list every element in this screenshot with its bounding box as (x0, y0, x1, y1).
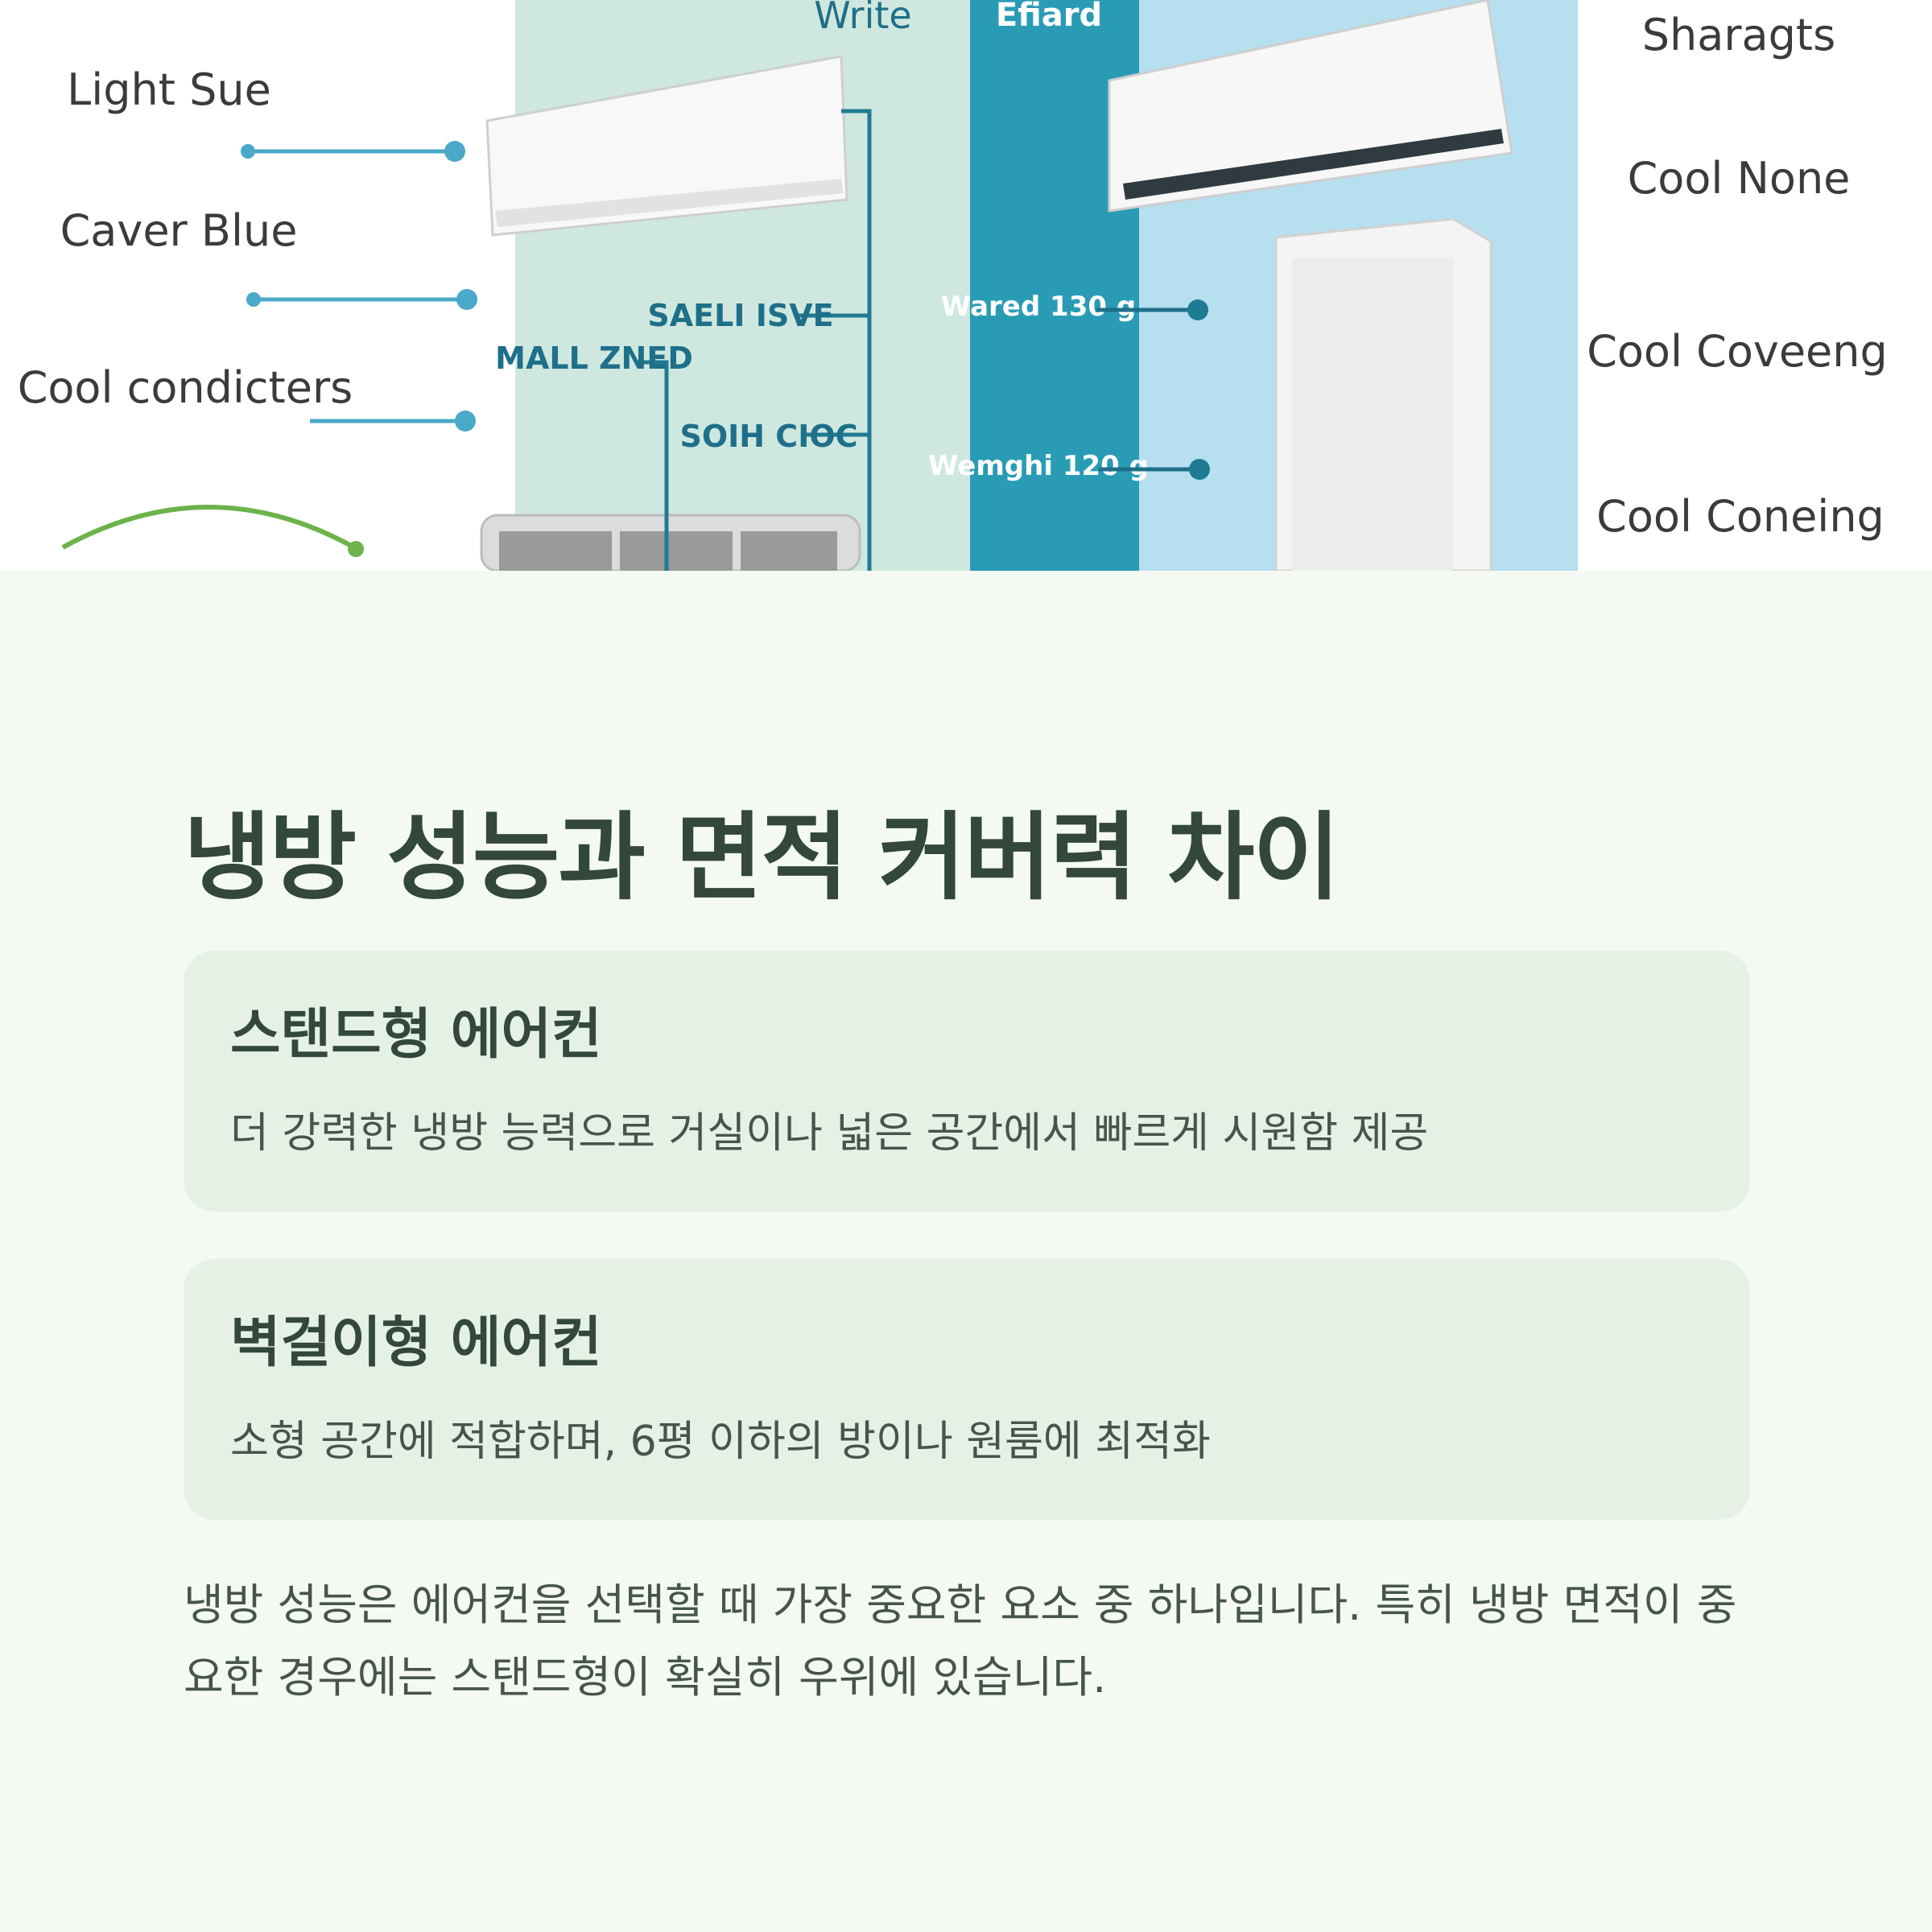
summary-paragraph: 냉방 성능은 에어컨을 선택할 때 가장 중요한 요소 중 하나입니다. 특히 … (184, 1579, 1737, 1703)
center-tag-1: MALL ZNED (495, 341, 693, 376)
wall-unit-left-icon (485, 55, 848, 237)
left-label-1: Light Sue (67, 64, 271, 115)
left-connector-lines (248, 149, 467, 423)
air-conditioner-infographic: Write Efiard (18, 0, 1888, 571)
left-connector-dots (241, 141, 477, 431)
left-label-3: Cool condicters (18, 362, 353, 413)
blue-tag-1: Wared 130 g (941, 291, 1136, 323)
feature-card-wall: 벽걸이형 에어컨 소형 공간에 적합하며, 6평 이하의 방이나 원룸에 최적화 (184, 1259, 1750, 1520)
card-title: 스탠드형 에어컨 (230, 1003, 602, 1067)
panel-title-right: Efiard (996, 0, 1102, 34)
section-title: 냉방 성능과 면적 커버력 차이 (184, 802, 1340, 913)
right-label-1: Sharagts (1642, 10, 1835, 60)
card-description: 소형 공간에 적합하며, 6평 이하의 방이나 원룸에 최적화 (230, 1418, 1211, 1466)
green-arc (61, 505, 356, 550)
left-label-2: Caver Blue (60, 205, 298, 256)
right-label-2: Cool None (1628, 153, 1851, 204)
center-tag-2: SAELI ISVE (647, 298, 833, 333)
standing-unit-icon (1274, 217, 1492, 571)
blue-tag-2: Wemghi 120 g (928, 450, 1149, 482)
right-label-4: Cool Coneing (1596, 491, 1885, 542)
content-section: 냉방 성능과 면적 커버력 차이 스탠드형 에어컨 더 강력한 냉방 능력으로 … (0, 571, 1932, 1932)
card-title: 벽걸이형 에어컨 (230, 1311, 602, 1375)
outdoor-unit-icon (480, 514, 861, 571)
feature-card-standing: 스탠드형 에어컨 더 강력한 냉방 능력으로 거실이나 넓은 공간에서 빠르게 … (184, 951, 1750, 1212)
card-description: 더 강력한 냉방 능력으로 거실이나 넓은 공간에서 빠르게 시원함 제공 (230, 1109, 1429, 1158)
center-connector-lines (636, 109, 872, 571)
green-arc-dot (348, 541, 364, 557)
panel-title-left: Write (814, 0, 911, 37)
right-label-3: Cool Coveeng (1587, 326, 1888, 377)
hero-image: Write Efiard (0, 0, 1932, 571)
center-tag-3: SOIH CIOC (679, 419, 857, 454)
wall-unit-right-icon (1108, 0, 1513, 213)
right-connector-lines (1096, 308, 1199, 472)
right-connector-dots (1187, 299, 1210, 480)
